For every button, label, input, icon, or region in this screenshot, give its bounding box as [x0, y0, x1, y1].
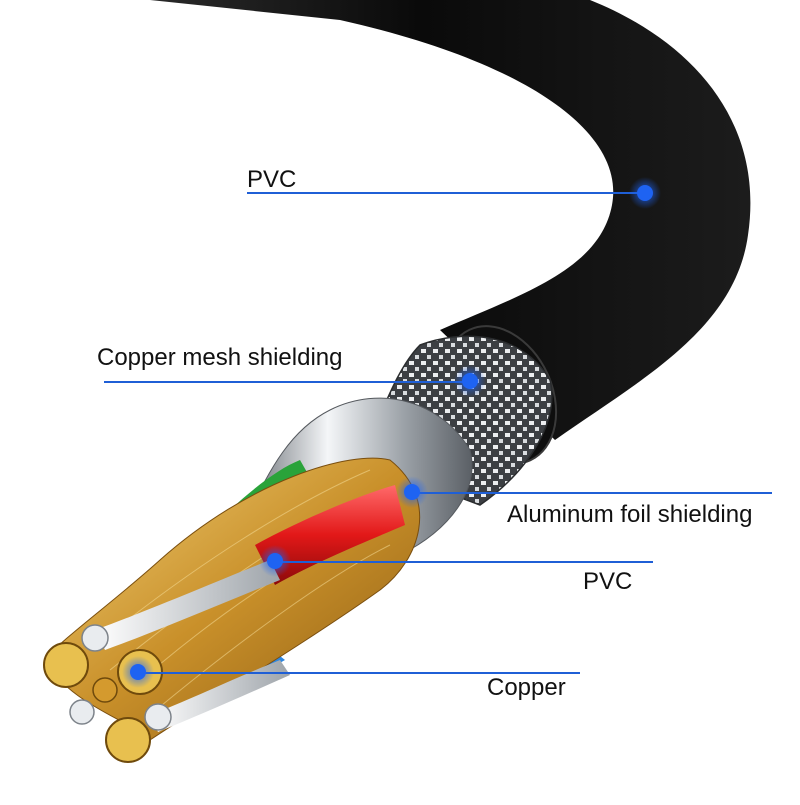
silver-strand-upper [95, 560, 280, 650]
leader-outer-jacket [247, 192, 645, 194]
label-foil-shield: Aluminum foil shielding [507, 501, 753, 528]
marker-dot-icon [629, 177, 661, 209]
marker-dot-icon [454, 365, 486, 397]
label-outer-jacket: PVC [247, 166, 297, 193]
leader-foil-shield [412, 492, 772, 494]
red-core [255, 485, 405, 585]
label-conductor: Copper [487, 674, 566, 701]
leader-inner-insulation [275, 561, 653, 563]
marker-dot-icon [122, 656, 154, 688]
marker-dot-icon [259, 545, 291, 577]
label-mesh-shield: Copper mesh shielding [97, 344, 343, 371]
label-inner-insulation: PVC [583, 568, 633, 595]
leader-conductor [138, 672, 580, 674]
marker-dot-icon [396, 476, 428, 508]
silver-strand-lower [150, 660, 290, 732]
outer-jacket [150, 0, 751, 440]
leader-mesh-shield [104, 381, 470, 383]
